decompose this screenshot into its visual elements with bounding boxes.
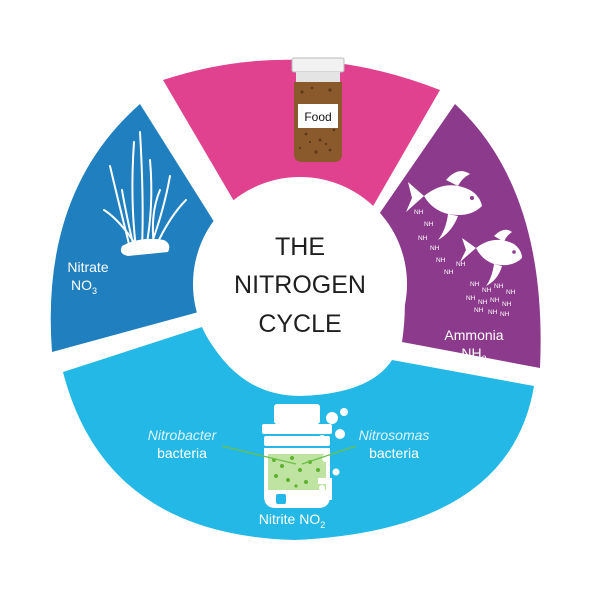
ammonia-segment xyxy=(375,104,541,368)
ammonia-markers: NH NH NH NH NH NH NH NH NH NH NH NH NH N… xyxy=(414,209,516,318)
svg-text:NH: NH xyxy=(490,297,500,304)
nitrite-label: Nitrite NO2 xyxy=(259,511,325,530)
food-jar-icon: Food xyxy=(291,57,345,162)
svg-text:NH: NH xyxy=(474,307,484,314)
svg-text:NH: NH xyxy=(418,235,428,242)
center-title-line2: NITROGEN xyxy=(234,271,366,299)
svg-text:NH: NH xyxy=(444,269,454,276)
center-title-line3: CYCLE xyxy=(258,310,341,338)
ammonia-formula: NH3 xyxy=(461,345,486,364)
nitrosomas-genus: Nitrosomas xyxy=(359,427,430,443)
filter-icon xyxy=(262,404,332,508)
center-circle xyxy=(193,177,407,391)
nitrate-label: Nitrate xyxy=(67,259,108,275)
svg-text:NH: NH xyxy=(424,221,434,228)
food-label: Food xyxy=(304,110,331,124)
svg-text:NH: NH xyxy=(470,281,480,288)
bacteria-pointer-lines xyxy=(221,445,357,465)
svg-text:NH: NH xyxy=(414,209,424,216)
nitrobacter-genus: Nitrobacter xyxy=(148,427,218,443)
svg-text:NH: NH xyxy=(506,289,516,296)
svg-text:NH: NH xyxy=(488,309,498,316)
svg-text:NH: NH xyxy=(494,283,504,290)
grass-icon xyxy=(103,131,187,256)
svg-text:NH: NH xyxy=(478,299,488,306)
ammonia-label: Ammonia xyxy=(444,327,503,343)
svg-text:NH: NH xyxy=(502,301,512,308)
fish-icon-small xyxy=(460,229,522,286)
svg-text:NH: NH xyxy=(500,311,510,318)
svg-text:NH: NH xyxy=(482,287,492,294)
nitrate-formula: NO3 xyxy=(71,277,97,296)
nitrobacter-word: bacteria xyxy=(157,445,207,461)
fish-icon xyxy=(406,171,482,240)
nitrosomas-word: bacteria xyxy=(369,445,419,461)
svg-text:NH: NH xyxy=(466,295,476,302)
center-title-line1: THE xyxy=(275,233,325,261)
svg-text:NH: NH xyxy=(456,261,466,268)
svg-text:NH: NH xyxy=(436,257,446,264)
svg-text:NH: NH xyxy=(430,245,440,252)
